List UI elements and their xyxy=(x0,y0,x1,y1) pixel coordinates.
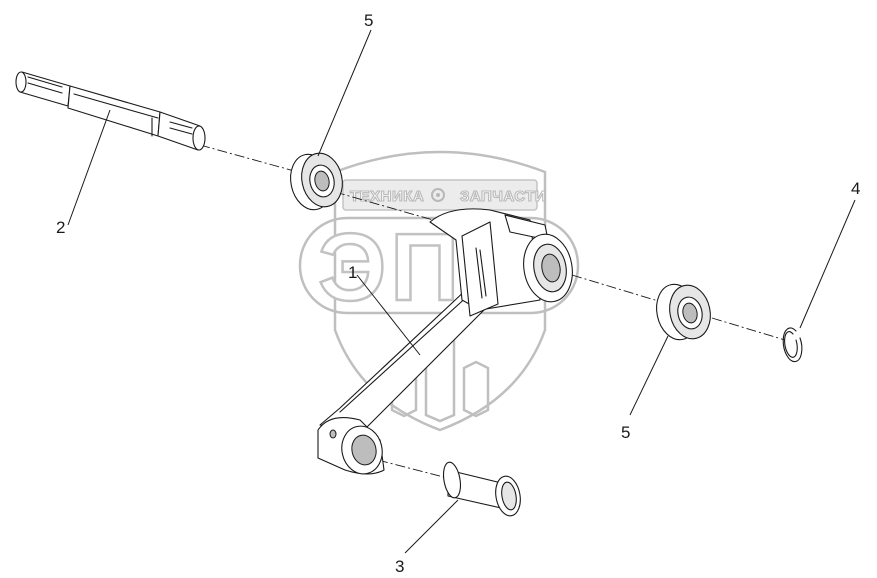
callout-1: 1 xyxy=(348,263,357,282)
gear-icon xyxy=(431,188,445,202)
callout-3: 3 xyxy=(395,557,404,576)
retaining-ring-part-4 xyxy=(782,327,803,363)
lever-part-1 xyxy=(317,208,573,475)
shaft-part-2 xyxy=(15,71,206,151)
watermark-text-left: ТЕХНИКА xyxy=(350,188,424,205)
callout-5-lower: 5 xyxy=(621,423,630,442)
watermark-text-right: ЗАПЧАСТИ xyxy=(460,188,546,205)
leader-lines xyxy=(67,29,856,554)
assembly-axis xyxy=(199,144,786,481)
bearing-part-5-upper xyxy=(290,152,343,211)
bearing-part-5-lower xyxy=(656,283,711,341)
callout-5-upper: 5 xyxy=(364,11,373,30)
callout-2: 2 xyxy=(56,218,65,237)
callout-4: 4 xyxy=(851,179,860,198)
bushing-part-3 xyxy=(442,461,521,517)
